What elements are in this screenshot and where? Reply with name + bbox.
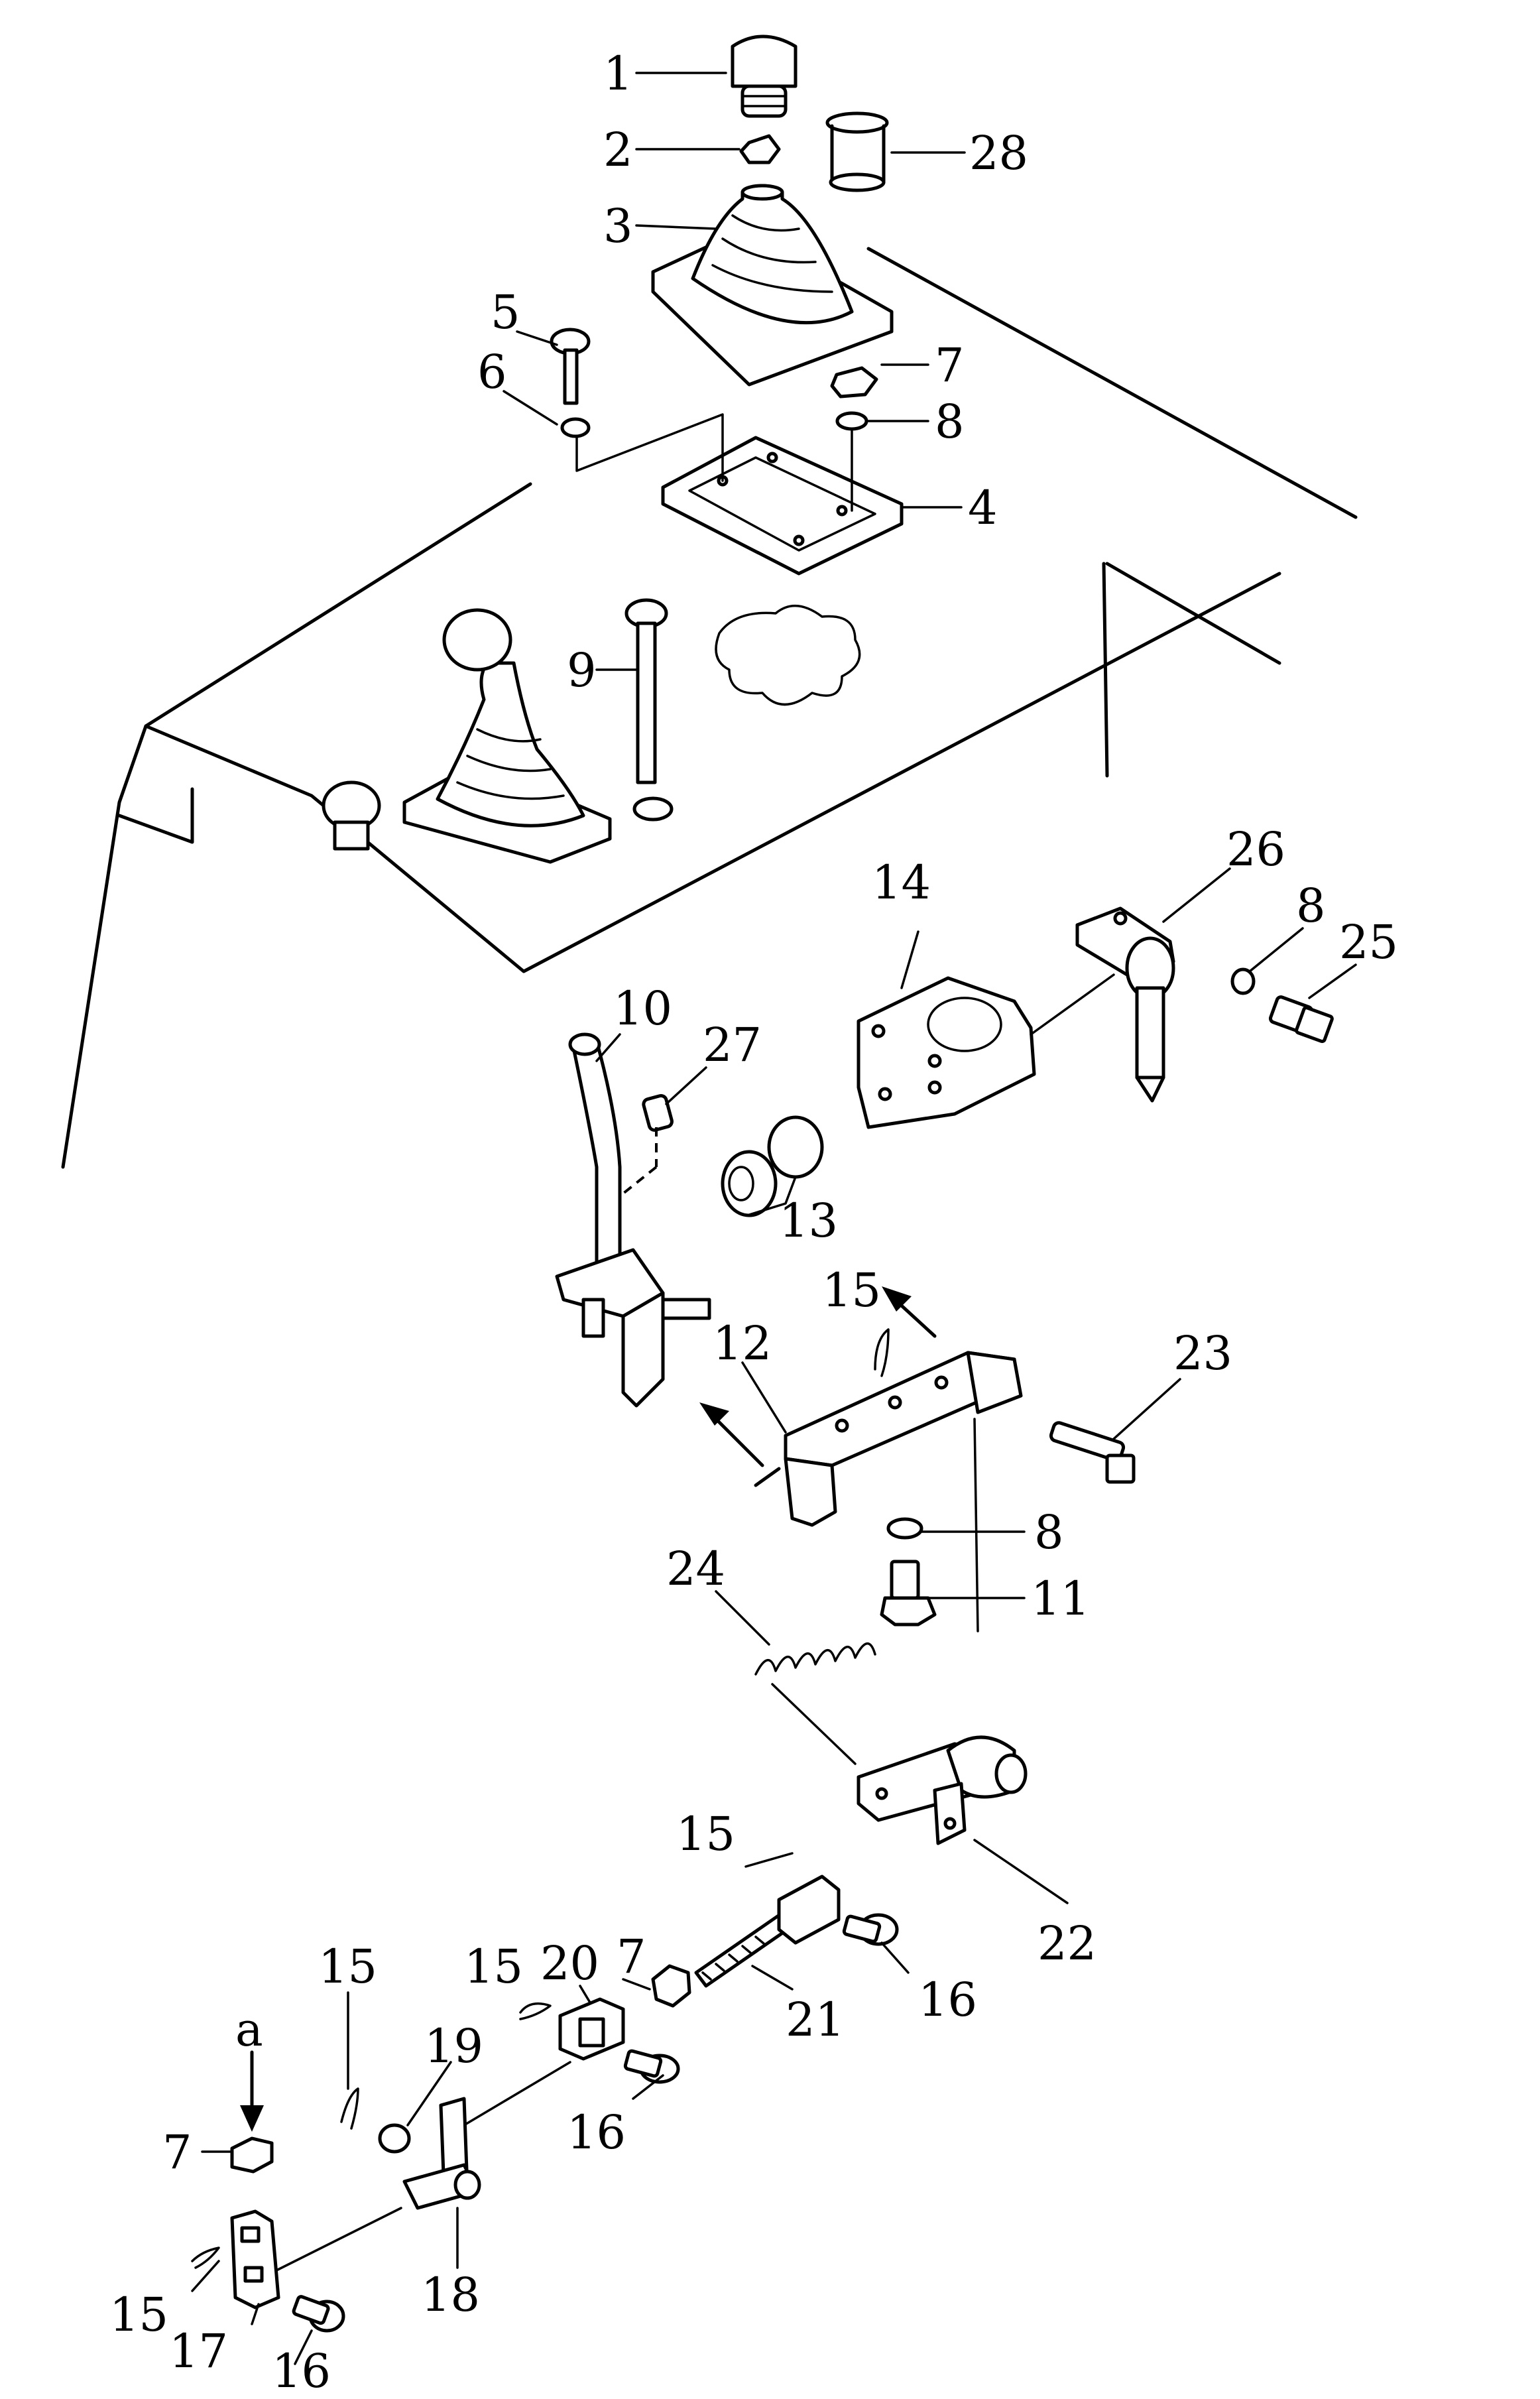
label-7-middle: 7 bbox=[617, 1930, 646, 1984]
label-15-bottom: 15 bbox=[109, 2288, 168, 2342]
console-small-knob bbox=[322, 780, 381, 851]
label-27: 27 bbox=[703, 1018, 762, 1072]
callout-labels: 1 2 28 3 5 6 7 8 4 9 26 14 8 25 10 27 13… bbox=[109, 46, 1398, 2398]
part-22-bellcrank bbox=[857, 1735, 1028, 1845]
label-23: 23 bbox=[1173, 1326, 1232, 1381]
label-26: 26 bbox=[1226, 822, 1285, 877]
label-10: 10 bbox=[613, 981, 672, 1036]
part-8-washer-center bbox=[886, 1517, 923, 1540]
label-22: 22 bbox=[1037, 1916, 1096, 1971]
part-18-lever bbox=[402, 2097, 481, 2210]
part-26-clevis bbox=[1075, 906, 1175, 1103]
part-16-pin-right bbox=[842, 1913, 899, 1946]
label-6: 6 bbox=[477, 345, 507, 399]
label-11: 11 bbox=[1031, 1571, 1090, 1626]
part-13-bushings bbox=[721, 1115, 824, 1217]
part-7-nut-bottom bbox=[230, 2136, 274, 2174]
part-15-pin-upper bbox=[874, 1328, 890, 1377]
label-7-bottom: 7 bbox=[162, 2125, 192, 2180]
part-11-bolt bbox=[880, 1560, 937, 1627]
part-15-pin-bottom bbox=[191, 2246, 220, 2269]
part-27-pin bbox=[622, 1093, 674, 1195]
label-7-upper: 7 bbox=[935, 338, 965, 393]
label-16-bottom: 16 bbox=[272, 2344, 331, 2398]
label-21: 21 bbox=[786, 1993, 845, 2047]
part-25-bolt bbox=[1268, 995, 1334, 1044]
part-4-plate bbox=[575, 413, 904, 576]
label-19: 19 bbox=[424, 2019, 483, 2073]
console-lever-boot bbox=[402, 608, 612, 864]
part-20-clevis bbox=[558, 1997, 625, 2061]
part-17-clevis bbox=[230, 2209, 280, 2309]
direction-arrow-up bbox=[882, 1286, 937, 1338]
part-5-bolt bbox=[550, 328, 591, 405]
part-1-knob bbox=[731, 34, 798, 118]
leader-lines bbox=[191, 72, 1357, 2365]
label-25: 25 bbox=[1339, 915, 1398, 969]
label-20: 20 bbox=[540, 1936, 599, 1991]
label-24: 24 bbox=[666, 1542, 725, 1596]
label-18: 18 bbox=[421, 2268, 480, 2322]
part-21-rod bbox=[694, 1875, 841, 1988]
part-14-bracket bbox=[857, 973, 1115, 1129]
label-13: 13 bbox=[779, 1194, 838, 1248]
part-24-spring bbox=[754, 1642, 876, 1765]
label-1: 1 bbox=[603, 46, 633, 101]
part-15-pin-middle bbox=[744, 1852, 794, 1868]
part-28-sleeve bbox=[825, 111, 889, 192]
part-9-pin bbox=[624, 598, 674, 822]
label-3: 3 bbox=[603, 199, 633, 253]
part-16-pin-middle bbox=[623, 2049, 680, 2084]
part-16-pin-bottom bbox=[292, 2295, 345, 2333]
label-12: 12 bbox=[713, 1316, 772, 1371]
view-arrow-a bbox=[240, 2050, 264, 2132]
part-12-rail bbox=[754, 1351, 1023, 1527]
label-8-center: 8 bbox=[1034, 1505, 1064, 1560]
direction-arrow-left bbox=[699, 1402, 764, 1467]
label-4: 4 bbox=[968, 481, 998, 535]
part-10-lever bbox=[555, 1032, 711, 1408]
part-15-pin-left bbox=[340, 2087, 359, 2130]
label-a: a bbox=[235, 2002, 263, 2057]
part-8-washer-upper bbox=[835, 411, 868, 431]
label-9: 9 bbox=[567, 643, 597, 698]
part-6-washer bbox=[560, 417, 591, 438]
part-23-bolt bbox=[1049, 1421, 1136, 1484]
part-15-pin-left-upper bbox=[519, 2002, 552, 2020]
label-17: 17 bbox=[169, 2324, 228, 2378]
label-28: 28 bbox=[969, 126, 1028, 180]
label-16-middle: 16 bbox=[567, 2105, 626, 2160]
label-5: 5 bbox=[491, 285, 520, 339]
label-15-left-upper: 15 bbox=[464, 1939, 523, 1994]
part-19-washer bbox=[378, 2123, 411, 2154]
console-body-outline bbox=[61, 247, 1358, 1169]
part-2-nut bbox=[739, 134, 781, 164]
part-7-nut-middle bbox=[651, 1964, 691, 2008]
label-15-upper: 15 bbox=[822, 1263, 881, 1318]
label-16-right: 16 bbox=[918, 1973, 977, 2027]
label-15-middle: 15 bbox=[676, 1807, 735, 1861]
part-8-washer-right bbox=[1230, 967, 1256, 995]
label-2: 2 bbox=[603, 123, 633, 177]
gasket-outline bbox=[715, 605, 861, 706]
label-8-right: 8 bbox=[1296, 879, 1326, 933]
part-7-nut-upper bbox=[830, 366, 878, 399]
label-8-upper: 8 bbox=[935, 395, 965, 449]
label-15-left: 15 bbox=[318, 1939, 377, 1994]
label-14: 14 bbox=[872, 855, 931, 910]
part-3-boot bbox=[651, 184, 894, 387]
